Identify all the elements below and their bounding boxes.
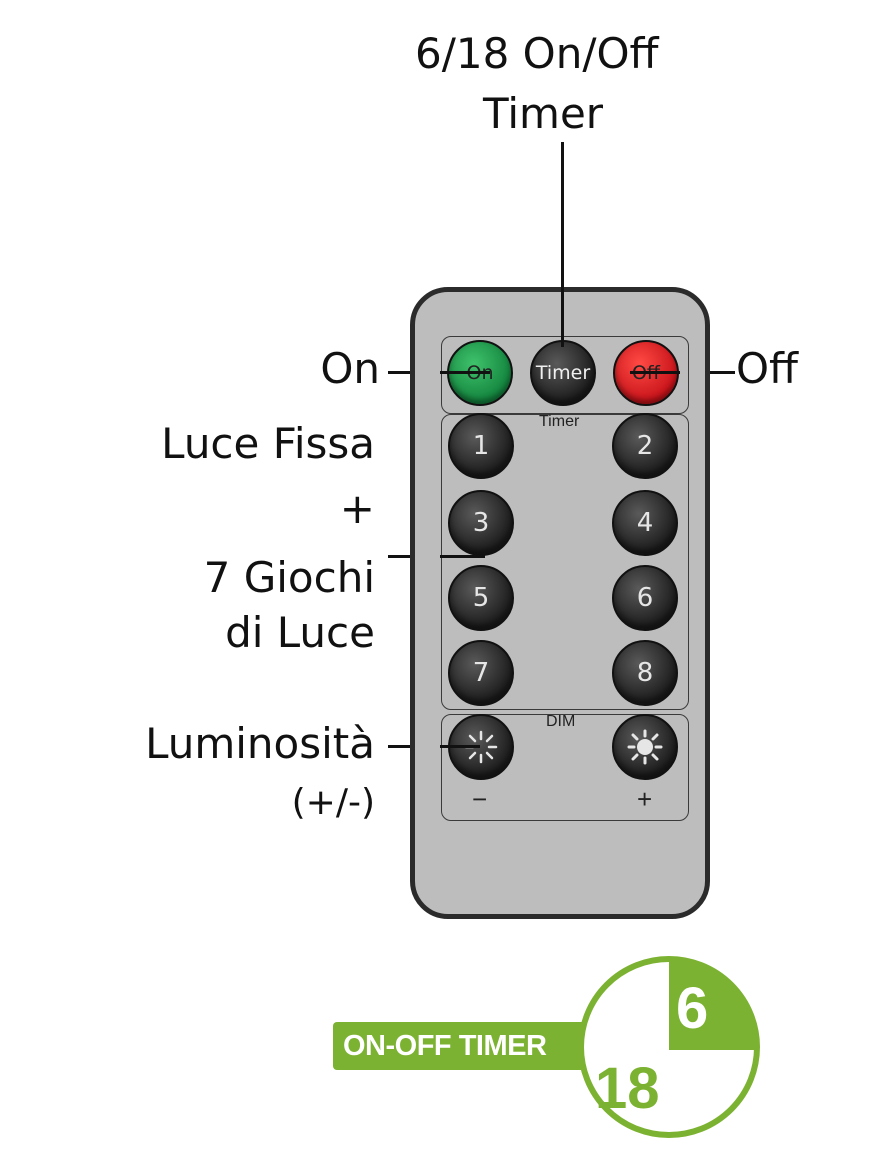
button-5[interactable]: 5 (448, 565, 514, 631)
timer-badge-text: ON-OFF TIMER (343, 1029, 547, 1062)
timer-clock-icon (578, 956, 760, 1138)
timer-callout-line1: 6/18 On/Off (415, 29, 659, 78)
timer-leader-line (561, 142, 564, 347)
button-3[interactable]: 3 (448, 490, 514, 556)
games-leader-line-inner (440, 555, 485, 558)
button-2[interactable]: 2 (612, 413, 678, 479)
timer-badge-bar: ON-OFF TIMER (333, 1022, 591, 1070)
bright-sun-icon (627, 729, 663, 765)
timer-button[interactable]: Timer (530, 340, 596, 406)
timer-badge-6: 6 (676, 976, 709, 1041)
button-1[interactable]: 1 (448, 413, 514, 479)
brightness-leader-line-inner (440, 745, 480, 748)
giochi-callout: 7 Giochi (203, 553, 375, 602)
di-luce-callout: di Luce (225, 608, 375, 657)
minus-sign: − (472, 784, 488, 814)
dim-panel (441, 714, 689, 821)
button-4[interactable]: 4 (612, 490, 678, 556)
plus-sign: + (637, 784, 653, 814)
dim-plus-button[interactable] (612, 714, 678, 780)
power-panel (441, 336, 689, 414)
button-8[interactable]: 8 (612, 640, 678, 706)
dim-panel-label: DIM (546, 713, 576, 730)
mode-panel (441, 414, 689, 710)
timer-leader-line-overlay (561, 287, 564, 347)
on-leader-line-inner (440, 371, 490, 374)
button-6[interactable]: 6 (612, 565, 678, 631)
plus-minus-callout: (+/-) (291, 782, 375, 823)
on-callout: On (320, 344, 380, 393)
off-callout: Off (736, 344, 798, 393)
timer-callout-line2: Timer (483, 89, 604, 138)
button-7[interactable]: 7 (448, 640, 514, 706)
timer-panel-label: Timer (539, 413, 580, 430)
off-leader-line-inner (630, 371, 680, 374)
luce-fissa-callout: Luce Fissa (161, 419, 375, 468)
plus-callout: + (339, 484, 375, 533)
luminosita-callout: Luminosità (145, 719, 375, 768)
timer-badge-18: 18 (595, 1056, 660, 1121)
